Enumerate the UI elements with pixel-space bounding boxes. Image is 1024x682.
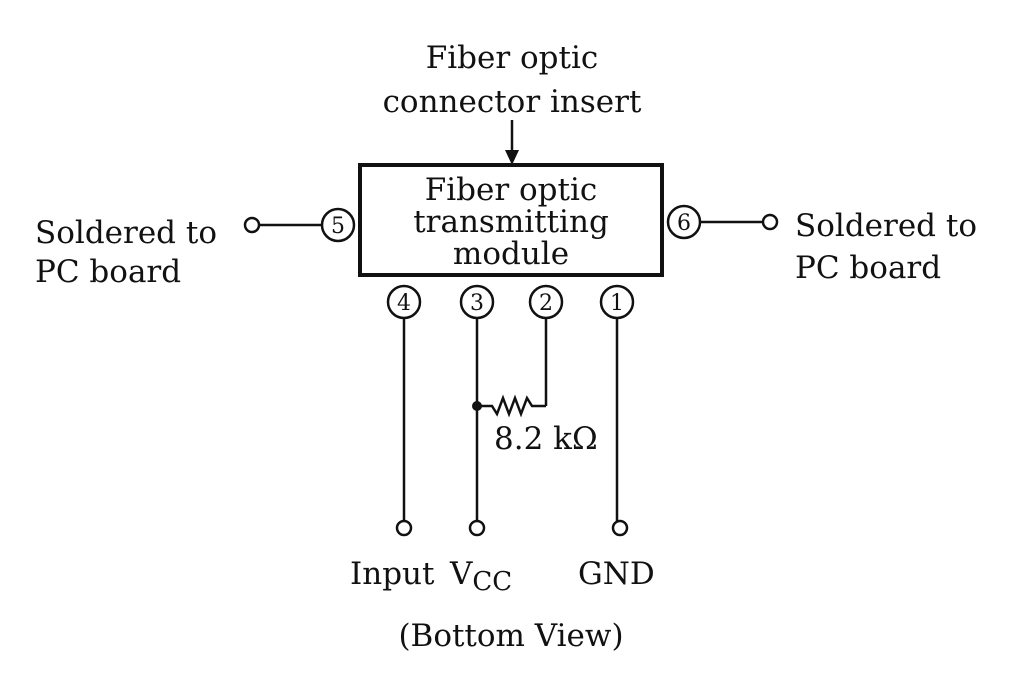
pin-5-terminal [243,216,261,234]
connector-label-line1: Fiber optic [426,40,599,76]
vcc-label-sub: CC [472,567,512,597]
input-terminal [395,519,413,537]
input-label: Input [350,556,435,592]
module-box [358,163,664,277]
vcc-terminal [468,519,486,537]
pin-6-number: 6 [677,211,691,236]
module-label-line1: Fiber optic [425,172,598,208]
left-note-line2: PC board [35,254,181,290]
pin-6-terminal [761,213,779,231]
connector-arrow-head [505,150,519,165]
module-label-line2: transmitting [413,204,609,240]
pin-1-number: 1 [610,291,624,316]
junction-dot [472,401,482,411]
right-note-line1: Soldered to [795,208,977,244]
left-note-line1: Soldered to [35,215,217,251]
pin-3-number: 3 [470,291,484,316]
pin-4-number: 4 [397,291,411,316]
gnd-label: GND [578,556,655,592]
pin-2-number: 2 [539,291,553,316]
resistor-8k2 [477,394,546,418]
vcc-label: VCC [449,556,512,597]
resistor-label: 8.2 kΩ [494,421,598,457]
gnd-terminal [611,519,629,537]
connector-label-line2: connector insert [383,84,642,120]
caption: (Bottom View) [398,618,623,654]
module-label-line3: module [453,236,569,272]
right-note-line2: PC board [795,250,941,286]
vcc-label-main: V [449,556,473,592]
pin-5-number: 5 [331,214,345,239]
